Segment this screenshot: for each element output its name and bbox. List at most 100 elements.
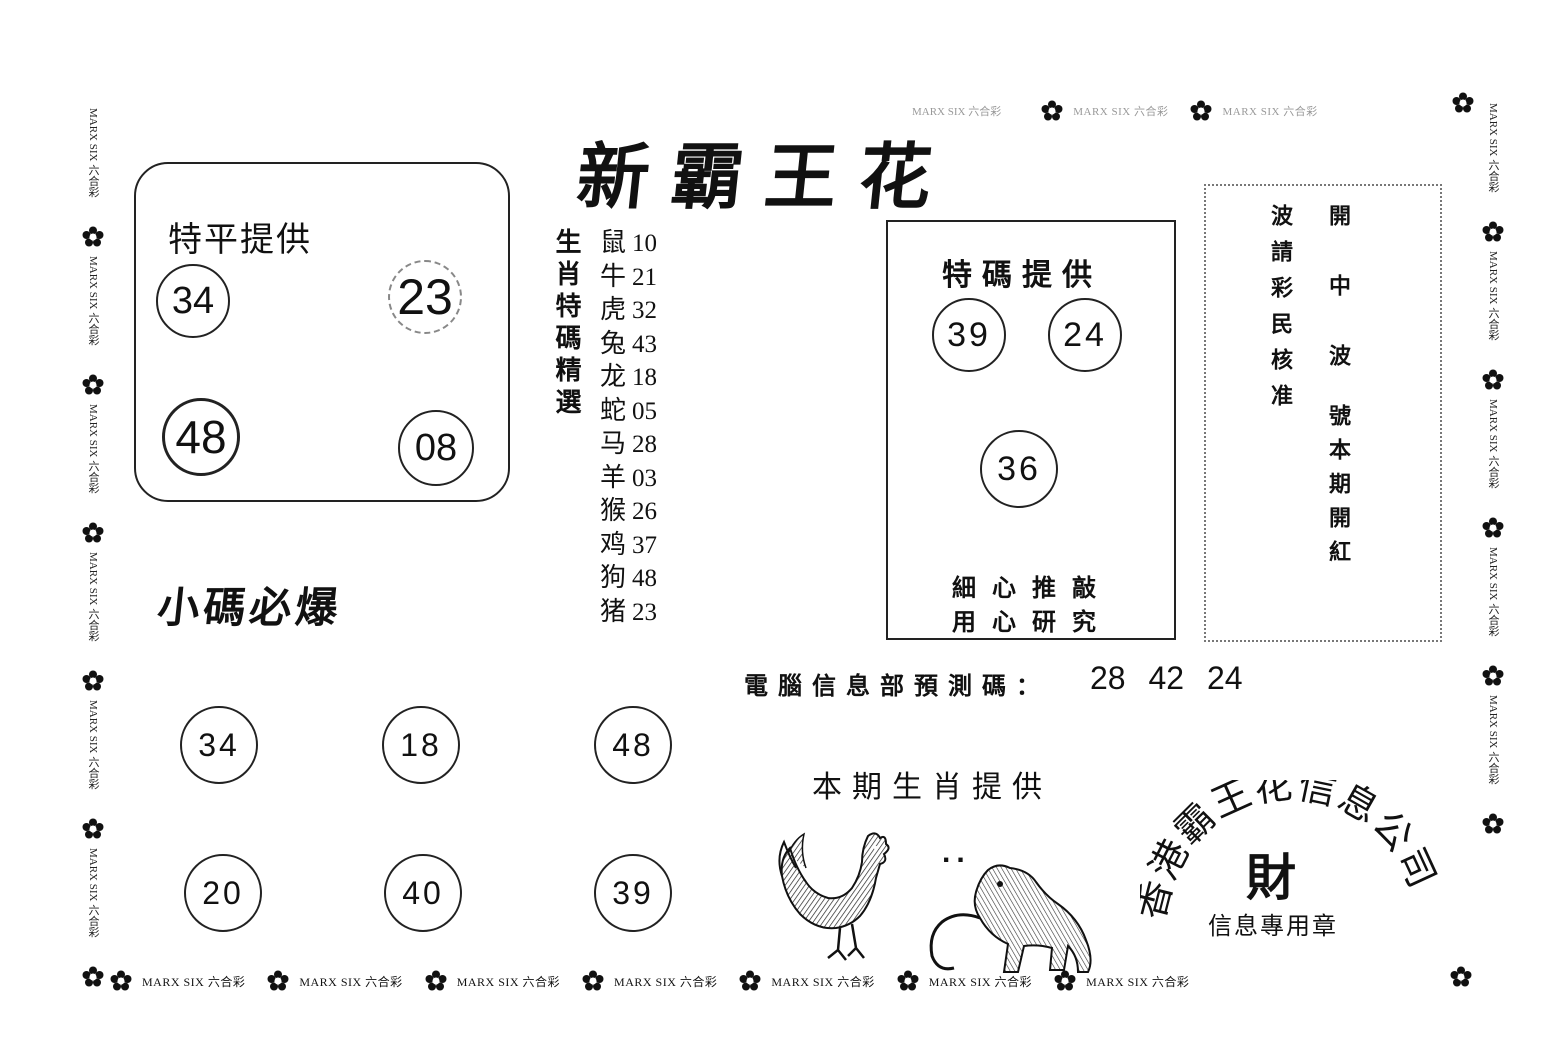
zodiac-animal: 兔 (600, 328, 627, 359)
watermark-text: MARX SIX 六合彩 (142, 974, 246, 989)
watermark-text: MARX SIX 六合彩 (614, 974, 718, 989)
small-code-number: 20 (184, 854, 262, 932)
rooster-icon (776, 828, 896, 966)
watermark-text: MARX SIX 六合彩 (1222, 106, 1318, 118)
right-border-unit: MARX SIX 六合彩 (1482, 243, 1504, 391)
zodiac-animal: 马 (600, 429, 627, 459)
special-code-footer-line1: 細心推敲 (952, 573, 1112, 602)
watermark-text: MARX SIX 六合彩 (456, 974, 561, 989)
flower-icon (1054, 970, 1076, 992)
small-code-number: 48 (594, 706, 672, 784)
left-border-unit: MARX SIX 六合彩 (82, 396, 104, 544)
right-border-unit: MARX SIX 六合彩 (1482, 687, 1504, 835)
flower-icon (82, 818, 104, 840)
notice-col-color-note: 波請彩民核准 (1267, 204, 1293, 420)
small-code-number: 39 (594, 854, 672, 932)
flower-icon (267, 970, 289, 992)
flower-icon (110, 970, 132, 992)
bottom-border-unit: MARX SIX 六合彩 (582, 970, 717, 992)
zodiac-animal: 龙 (600, 362, 627, 392)
special-flat-heading: 特平提供 (168, 220, 312, 260)
special-flat-number: 23 (388, 260, 462, 334)
zodiac-animal: 虎 (600, 295, 627, 325)
left-border-unit: MARX SIX 六合彩 (82, 100, 104, 248)
special-flat-box: 特平提供 34 23 48 08 (134, 162, 510, 502)
left-border-unit: MARX SIX 六合彩 (82, 544, 104, 692)
flower-icon (582, 970, 604, 992)
flower-icon (1482, 813, 1504, 835)
zodiac-number: 37 (632, 531, 657, 559)
monkey-icon (918, 860, 1104, 978)
notice-col-period: 號本期開紅 (1325, 404, 1351, 574)
left-watermark-column: MARX SIX 六合彩 MARX SIX 六合彩 MARX SIX 六合彩 M… (82, 100, 104, 988)
special-code-heading: 特碼提供 (942, 258, 1102, 293)
company-stamp: 香港霸王花信息公司 財 信息專用章 (1129, 762, 1444, 958)
zodiac-animal: 狗 (600, 563, 627, 593)
flower-icon (1450, 966, 1472, 988)
zodiac-animal: 猪 (600, 596, 627, 627)
watermark-text: MARX SIX 六合彩 (1487, 399, 1499, 489)
small-code-heading: 小碼必爆 (155, 583, 345, 632)
small-code-number: 40 (384, 854, 462, 932)
watermark-text: MARX SIX 六合彩 (87, 552, 99, 642)
stamp-center-text: 財 (1246, 849, 1302, 907)
zodiac-animal: 鸡 (600, 529, 627, 560)
watermark-text: MARX SIX 六合彩 (87, 700, 99, 790)
zodiac-number: 43 (632, 330, 657, 358)
flower-icon (1190, 100, 1212, 122)
special-flat-number: 48 (162, 398, 240, 476)
bottom-border-unit: MARX SIX 六合彩 (739, 970, 874, 992)
watermark-text: MARX SIX 六合彩 (928, 974, 1033, 989)
zodiac-number: 03 (632, 464, 657, 492)
flower-icon (82, 522, 104, 544)
zodiac-animal: 羊 (600, 462, 627, 493)
special-code-number: 36 (980, 430, 1058, 508)
notice-box: 開中波 波請彩民核准 號本期開紅 (1204, 184, 1442, 642)
stamp-bottom-text: 信息專用章 (1208, 912, 1338, 940)
flower-icon (82, 966, 104, 988)
zodiac-number: 32 (632, 297, 657, 324)
flower-icon (739, 970, 761, 992)
zodiac-heading: 生肖特碼精選 (551, 228, 581, 420)
bottom-border-unit: MARX SIX 六合彩 (425, 970, 560, 992)
flower-icon (897, 970, 919, 992)
bottom-border-unit: MARX SIX 六合彩 (897, 970, 1032, 992)
notice-col-open-wave: 開中波 (1325, 204, 1351, 414)
special-flat-number: 34 (156, 264, 230, 338)
flower-icon (425, 970, 447, 992)
bottom-border-unit: MARX SIX 六合彩 (110, 970, 245, 992)
watermark-text: MARX SIX 六合彩 (87, 108, 99, 198)
flower-icon (1041, 100, 1063, 122)
right-watermark-text-column: MARX SIX 六合彩 MARX SIX 六合彩 MARX SIX 六合彩 M… (1482, 95, 1504, 835)
small-code-number: 18 (382, 706, 460, 784)
right-border-unit: MARX SIX 六合彩 (1482, 539, 1504, 687)
period-zodiac-label: 本期生肖提供 (812, 770, 1052, 805)
computer-forecast-numbers: 28 42 24 (1090, 660, 1243, 696)
zodiac-animal: 猴 (600, 496, 627, 526)
zodiac-animal: 牛 (600, 261, 627, 292)
page-title: 新霸王花 (572, 134, 958, 219)
watermark-text: MARX SIX 六合彩 (1073, 106, 1169, 118)
top-border-unit: MARX SIX 六合彩 (1041, 100, 1168, 122)
watermark-text: MARX SIX 六合彩 (87, 848, 99, 938)
watermark-text: MARX SIX 六合彩 (299, 974, 403, 989)
zodiac-animal: 蛇 (600, 395, 627, 426)
watermark-text: MARX SIX 六合彩 (87, 256, 99, 346)
flower-icon (1482, 517, 1504, 539)
small-code-number: 34 (180, 706, 258, 784)
flower-icon (82, 374, 104, 396)
left-border-unit: MARX SIX 六合彩 (82, 840, 104, 988)
zodiac-number: 48 (632, 565, 657, 592)
zodiac-number: 21 (632, 263, 657, 291)
watermark-text: MARX SIX 六合彩 (1086, 974, 1190, 989)
flower-icon (82, 226, 104, 248)
flower-icon (1452, 92, 1474, 114)
zodiac-number: 10 (632, 230, 657, 257)
